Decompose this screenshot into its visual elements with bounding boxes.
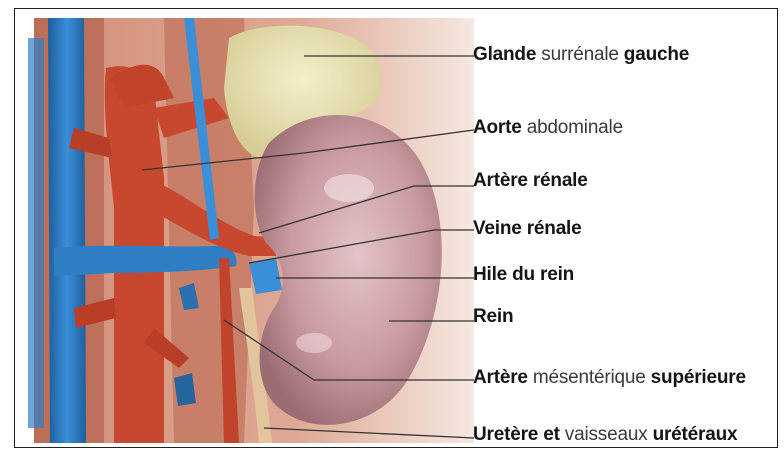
kidney-highlight (324, 174, 374, 202)
label-aorte-abdominale: Aorte abdominale (473, 117, 623, 139)
vena-cava (48, 18, 86, 443)
label-artere-renale: Artère rénale (473, 170, 588, 192)
label-rein: Rein (473, 306, 513, 328)
label-hile-du-rein: Hile du rein (473, 264, 574, 286)
label-artere-mesenterique: Artère mésentérique supérieure (473, 367, 746, 389)
label-veine-renale: Veine rénale (473, 218, 582, 240)
label-uretere: Uretère et vaisseaux urétéraux (473, 424, 737, 446)
label-glande-surrenale: Glande surrénale gauche (473, 44, 689, 66)
kidney-highlight-2 (296, 333, 332, 353)
vena-cava-right (28, 38, 44, 428)
